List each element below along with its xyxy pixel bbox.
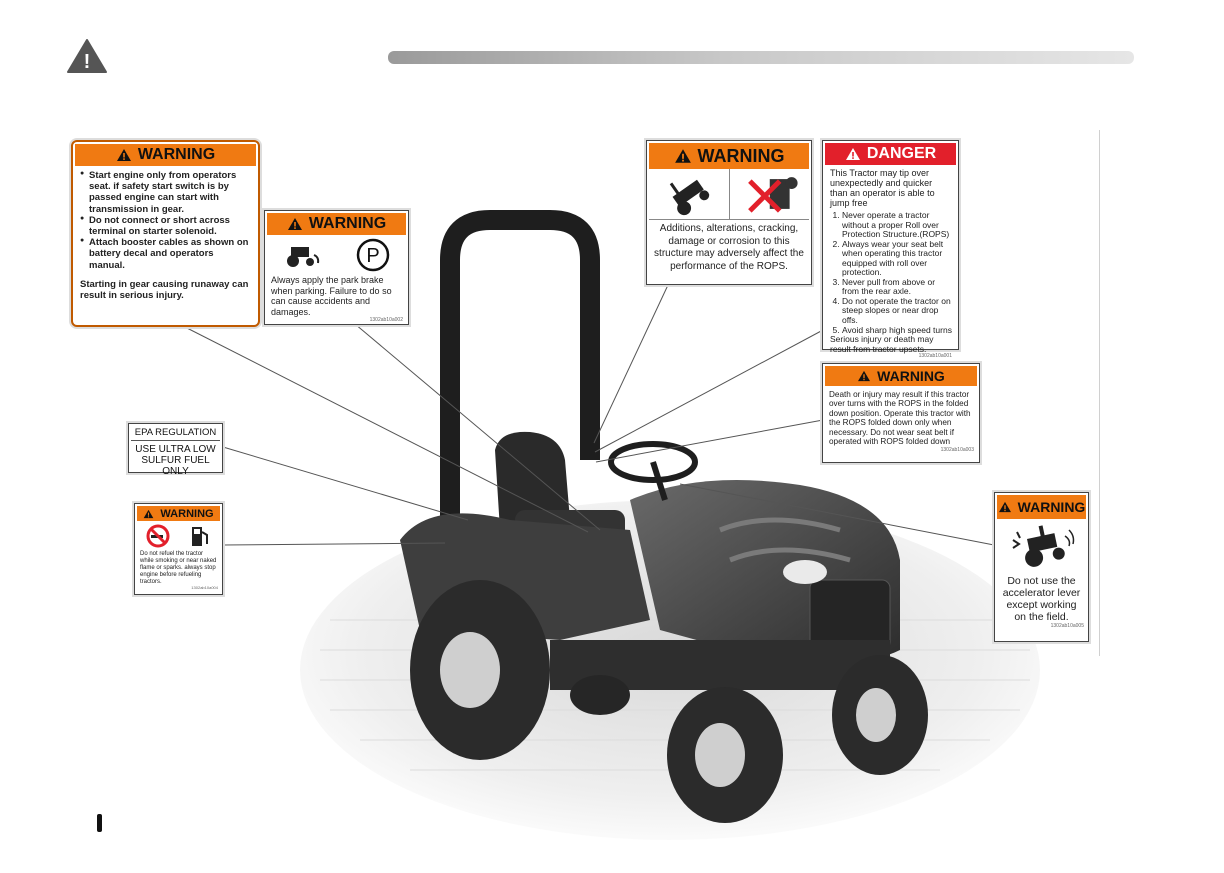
decal-rops-folded-warning: WARNING Death or injury may result if th… — [822, 363, 980, 463]
no-smoking-icon — [146, 524, 170, 548]
decal-item: Do not operate the tractor on steep slop… — [842, 296, 952, 326]
decal-header: WARNING — [997, 495, 1086, 519]
decal-text: Death or injury may result if this tract… — [829, 390, 971, 447]
decal-code: 1302ab10a005 — [1050, 623, 1084, 630]
decal-title: DANGER — [866, 145, 937, 162]
decal-text: Do not use the accelerator lever except … — [1002, 575, 1081, 624]
decal-header: WARNING — [75, 144, 256, 166]
decal-bullet: Start engine only from operators seat. i… — [80, 170, 252, 215]
page-marker — [97, 814, 102, 832]
decal-line: USE ULTRA LOW — [135, 444, 216, 455]
decal-text: Additions, alterations, cracking, damage… — [654, 223, 804, 272]
decal-title: WARNING — [308, 215, 387, 232]
decal-text: Do not refuel the tractor while smoking … — [140, 551, 217, 585]
decal-item: Avoid sharp high speed turns — [842, 325, 952, 336]
warning-triangle-icon: ! — [67, 39, 107, 73]
fuel-pump-icon — [191, 527, 208, 546]
decal-header: WARNING — [267, 213, 406, 235]
decal-code: 1302ab10a003 — [940, 446, 974, 453]
decal-refuel-warning: WARNING Do not refuel the tractor while … — [134, 503, 223, 595]
leader-line — [593, 284, 669, 444]
no-welding-icon — [728, 169, 798, 219]
decal-footer: Starting in gear causing runaway can res… — [80, 278, 249, 302]
warning-triangle-icon — [116, 149, 131, 161]
leader-line — [222, 542, 446, 546]
svg-text:!: ! — [84, 51, 91, 73]
leader-line — [679, 483, 995, 546]
decal-line: SULFUR FUEL ONLY — [141, 455, 210, 477]
decal-bullet: Attach booster cables as shown on batter… — [80, 237, 252, 271]
decal-header: WARNING — [825, 366, 977, 386]
decal-item: Never pull from above or from the rear a… — [842, 277, 952, 297]
decal-epa-regulation: EPA REGULATION USE ULTRA LOW SULFUR FUEL… — [128, 423, 223, 477]
decal-park-brake-warning: WARNING P Always apply the park brake wh… — [264, 210, 409, 325]
warning-triangle-icon — [144, 509, 154, 518]
decal-footer: Serious injury or death may result from … — [830, 334, 934, 354]
decal-bullet: Do not connect or short across terminal … — [80, 215, 252, 237]
decal-item: Never operate a tractor without a proper… — [842, 211, 952, 240]
decal-code: 1302ab10a001 — [918, 353, 952, 360]
tractor-illustration — [300, 210, 1040, 840]
decal-header: WARNING — [137, 506, 220, 521]
header-bar — [388, 51, 1134, 64]
warning-triangle-icon — [858, 370, 871, 382]
decal-title: WARNING — [697, 145, 785, 166]
decal-item: Always wear your seat belt when operatin… — [842, 239, 952, 278]
warning-triangle-icon — [998, 501, 1011, 513]
decal-text: Always apply the park brake when parking… — [271, 275, 392, 317]
tractor-rolling-icon — [287, 247, 320, 267]
warning-triangle-icon — [674, 149, 691, 163]
decal-title: WARNING — [160, 507, 214, 520]
warning-triangle-icon — [287, 218, 302, 230]
decal-accelerator-warning: WARNING Do not use the accelerator lever… — [994, 492, 1089, 642]
decal-start-engine-warning: WARNING Start engine only from operators… — [71, 140, 260, 327]
park-brake-icon: P — [356, 238, 389, 272]
leader-line — [594, 329, 824, 453]
decal-rops-alteration-warning: WARNING Additions, alterations, cracking… — [646, 140, 812, 285]
decal-title: WARNING — [877, 368, 945, 384]
leader-line — [354, 323, 601, 531]
decal-code: 1302ab10a002 — [369, 317, 403, 324]
leader-line — [182, 325, 589, 533]
divider — [1099, 130, 1100, 656]
decal-header: WARNING — [649, 143, 809, 169]
decal-danger-tip-over: DANGER This Tractor may tip over unexpec… — [822, 140, 959, 359]
tractor-crash-icon — [1011, 525, 1074, 567]
decal-title: WARNING — [1017, 499, 1086, 515]
danger-triangle-icon — [845, 148, 860, 160]
decal-intro: This Tractor may tip over unexpectedly a… — [830, 168, 935, 209]
decal-title: WARNING — [137, 146, 216, 163]
decal-title: EPA REGULATION — [131, 426, 220, 441]
tractor-rollover-icon — [669, 179, 710, 216]
svg-text:P: P — [366, 245, 379, 267]
leader-line — [222, 446, 469, 521]
leader-line — [595, 419, 824, 463]
decal-header: DANGER — [825, 143, 956, 165]
decal-code: 1302ab10a004 — [191, 585, 218, 591]
